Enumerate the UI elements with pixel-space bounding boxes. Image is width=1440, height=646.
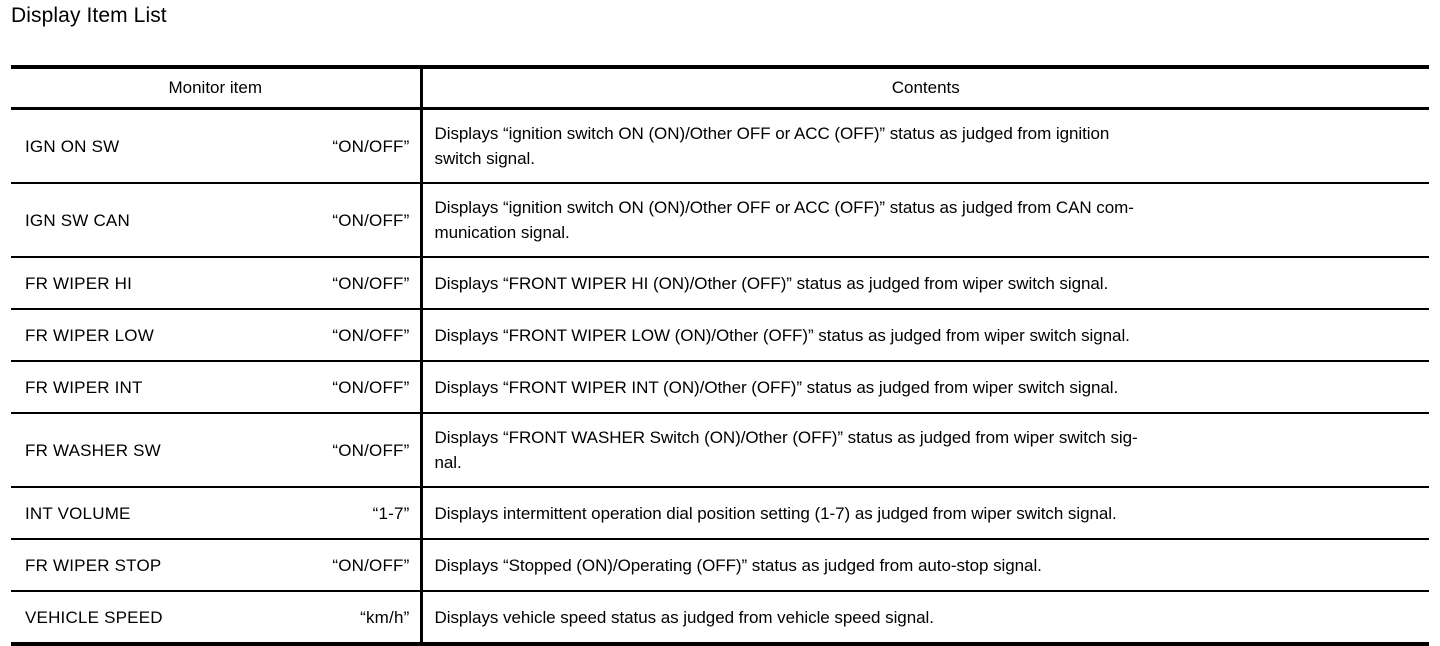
monitor-item-cell: FR WASHER SW “ON/OFF” [11, 412, 423, 487]
contents-cell: Displays “FRONT WIPER HI (ON)/Other (OFF… [421, 256, 1429, 309]
contents-line: switch signal. [434, 149, 535, 168]
contents-line: nal. [434, 453, 462, 472]
display-item-table: Monitor item Contents IGN ON SW “ON/OFF” D… [11, 65, 1429, 646]
monitor-item-unit: “ON/OFF” [332, 136, 410, 156]
monitor-item-unit: “1-7” [372, 503, 410, 523]
column-header-contents: Contents [421, 67, 1429, 110]
table-row: FR WIPER INT “ON/OFF” Displays “FRONT WIPE… [11, 360, 1429, 413]
contents-line: Displays “FRONT WASHER Switch (ON)/Other… [434, 428, 1138, 447]
monitor-item-name: IGN ON SW [25, 136, 120, 156]
monitor-item-row: INT VOLUME “1-7” [25, 501, 410, 526]
monitor-item-cell: FR WIPER INT “ON/OFF” [11, 360, 423, 413]
table-row: INT VOLUME “1-7” Displays intermittent ope… [11, 486, 1429, 539]
monitor-item-cell: FR WIPER STOP “ON/OFF” [11, 538, 423, 591]
monitor-item-unit: “km/h” [360, 607, 410, 627]
contents-line: Displays “FRONT WIPER INT (ON)/Other (OF… [434, 377, 1119, 397]
table-header-row: Monitor item Contents [11, 67, 1429, 110]
contents-cell: Displays “Stopped (ON)/Operating (OFF)” … [421, 538, 1429, 591]
contents-line: Displays intermittent operation dial pos… [434, 503, 1117, 523]
contents-cell: Displays “ignition switch ON (ON)/Other … [421, 182, 1429, 257]
monitor-item-name: INT VOLUME [25, 503, 131, 523]
contents-cell: Displays “FRONT WIPER LOW (ON)/Other (OF… [421, 308, 1429, 361]
monitor-item-row: IGN SW CAN “ON/OFF” [25, 208, 410, 233]
document-page: Display Item List Monitor item Contents … [11, 4, 1429, 646]
monitor-item-cell: FR WIPER HI “ON/OFF” [11, 256, 423, 309]
monitor-item-unit: “ON/OFF” [332, 325, 410, 345]
contents-line: Displays “FRONT WIPER LOW (ON)/Other (OF… [434, 325, 1130, 345]
monitor-item-unit: “ON/OFF” [332, 377, 410, 397]
table-header: Monitor item Contents [11, 67, 1429, 110]
monitor-item-cell: VEHICLE SPEED “km/h” [11, 590, 423, 644]
monitor-item-cell: FR WIPER LOW “ON/OFF” [11, 308, 423, 361]
monitor-item-name: IGN SW CAN [25, 210, 130, 230]
monitor-item-row: FR WIPER LOW “ON/OFF” [25, 323, 410, 348]
monitor-item-unit: “ON/OFF” [332, 555, 410, 575]
monitor-item-cell: IGN SW CAN “ON/OFF” [11, 182, 423, 257]
table-row: VEHICLE SPEED “km/h” Displays vehicle spee… [11, 590, 1429, 644]
contents-cell: Displays “ignition switch ON (ON)/Other … [421, 109, 1429, 184]
contents-line: Displays “FRONT WIPER HI (ON)/Other (OFF… [434, 273, 1109, 293]
table-row: FR WIPER STOP “ON/OFF” Displays “Stopped (… [11, 538, 1429, 591]
contents-line: Displays “ignition switch ON (ON)/Other … [434, 124, 1110, 143]
table-row: FR WASHER SW “ON/OFF” Displays “FRONT WASH… [11, 412, 1429, 487]
column-header-monitor-item: Monitor item [11, 67, 423, 110]
monitor-item-name: VEHICLE SPEED [25, 607, 163, 627]
monitor-item-name: FR WIPER STOP [25, 555, 162, 575]
contents-line: Displays “ignition switch ON (ON)/Other … [434, 198, 1134, 217]
monitor-item-unit: “ON/OFF” [332, 210, 410, 230]
monitor-item-name: FR WIPER INT [25, 377, 143, 397]
monitor-item-row: VEHICLE SPEED “km/h” [25, 605, 410, 630]
table-row: IGN SW CAN “ON/OFF” Displays “ignition swi… [11, 182, 1429, 257]
table-row: IGN ON SW “ON/OFF” Displays “ignition swit… [11, 108, 1429, 184]
monitor-item-cell: INT VOLUME “1-7” [11, 486, 423, 539]
monitor-item-name: FR WIPER HI [25, 273, 133, 293]
display-item-table-wrapper: Monitor item Contents IGN ON SW “ON/OFF” D… [11, 65, 1429, 646]
table-row: FR WIPER HI “ON/OFF” Displays “FRONT WIPER… [11, 256, 1429, 309]
contents-cell: Displays “FRONT WIPER INT (ON)/Other (OF… [421, 360, 1429, 413]
monitor-item-name: FR WASHER SW [25, 440, 161, 460]
monitor-item-row: FR WIPER INT “ON/OFF” [25, 375, 410, 400]
contents-line: munication signal. [434, 223, 570, 242]
contents-cell: Displays intermittent operation dial pos… [421, 486, 1429, 539]
contents-cell: Displays “FRONT WASHER Switch (ON)/Other… [421, 412, 1429, 487]
contents-line: Displays “Stopped (ON)/Operating (OFF)” … [434, 555, 1042, 575]
table-body: IGN ON SW “ON/OFF” Displays “ignition swit… [11, 108, 1429, 644]
monitor-item-cell: IGN ON SW “ON/OFF” [11, 108, 423, 183]
contents-line: Displays vehicle speed status as judged … [434, 607, 934, 627]
monitor-item-row: FR WIPER STOP “ON/OFF” [25, 553, 410, 578]
monitor-item-row: FR WIPER HI “ON/OFF” [25, 271, 410, 296]
page-title: Display Item List [11, 4, 167, 27]
monitor-item-name: FR WIPER LOW [25, 325, 154, 345]
contents-cell: Displays vehicle speed status as judged … [421, 590, 1429, 644]
monitor-item-unit: “ON/OFF” [332, 273, 410, 293]
table-row: FR WIPER LOW “ON/OFF” Displays “FRONT WIPE… [11, 308, 1429, 361]
monitor-item-unit: “ON/OFF” [332, 440, 410, 460]
monitor-item-row: FR WASHER SW “ON/OFF” [25, 438, 410, 463]
monitor-item-row: IGN ON SW “ON/OFF” [25, 134, 410, 159]
